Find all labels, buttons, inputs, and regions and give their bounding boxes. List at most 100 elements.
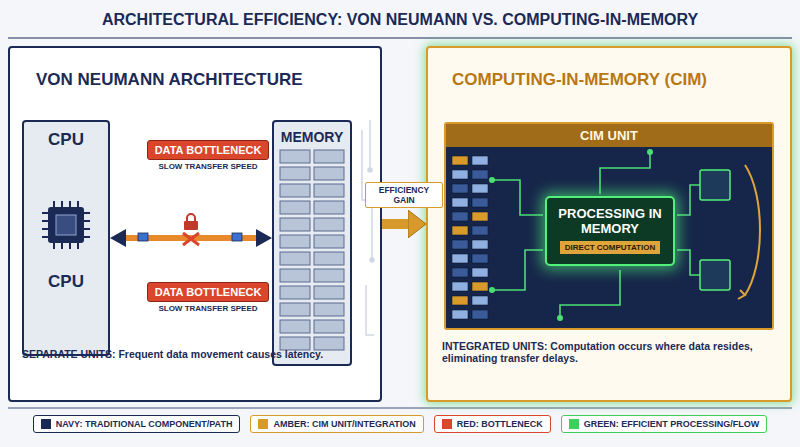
architecture-panel: COMPUTING-IN-MEMORY (CIM)INTEGRATED UNIT… [426,46,792,402]
memory-cell [472,226,488,235]
diagram-title: ARCHITECTURAL EFFICIENCY: VON NEUMANN VS… [0,11,800,29]
bottleneck-lock [183,233,199,245]
architecture-panel: VON NEUMANN ARCHITECTURE SEPARATE UNITS: … [8,46,382,402]
legend-item: AMBER: CIM UNIT/INTEGRATION [250,415,423,433]
panel-heading: VON NEUMANN ARCHITECTURE [36,70,303,90]
cim-unit-box: CIM UNIT PROCESSING IN MEMORY DIRECT COMPU… [444,122,774,330]
legend-label: AMBER: CIM UNIT/INTEGRATION [273,419,415,429]
cpu-chip-icon [42,201,90,249]
memory-cell [472,184,488,193]
memory-cell [472,296,488,305]
legend: NAVY: TRADITIONAL COMPONENT/PATH AMBER: C… [0,415,800,433]
legend-swatch [442,419,452,429]
memory-cell [280,218,310,231]
memory-cell [472,268,488,277]
memory-cell [314,303,344,316]
memory-cell [314,218,344,231]
data-transfer-arrow [126,235,256,241]
memory-cell [314,252,344,265]
memory-cell [314,235,344,248]
logic-block [700,170,730,200]
bottleneck-note: SLOW TRANSFER SPEED [158,304,257,313]
memory-cell [452,296,468,305]
legend-label: RED: BOTTLENECK [457,419,543,429]
memory-cell [452,212,468,221]
legend-label: GREEN: EFFICIENT PROCESSING/FLOW [584,419,760,429]
memory-box: MEMORY [272,120,352,366]
logic-block [700,260,730,290]
cpu-chip-icon [48,207,84,243]
memory-cell [452,198,468,207]
legend-swatch [569,419,579,429]
bottleneck-label: DATA BOTTLENECK [155,286,262,298]
green-circuit-trace [490,150,700,320]
memory-cell [314,269,344,282]
memory-cell [472,240,488,249]
circuit-trace [362,120,374,335]
cpu-label: CPU [24,272,108,292]
cim-unit-heading: CIM UNIT [446,124,772,147]
memory-cell [472,198,488,207]
green-circuit-trace [558,316,562,320]
memory-cell [452,240,468,249]
panel-caption: SEPARATE UNITS: Frequent data movement c… [22,348,368,360]
memory-cell [452,156,488,319]
memory-cell [280,269,310,282]
memory-cell [472,310,488,319]
bottleneck-lock [187,214,195,221]
memory-cell [452,254,468,263]
memory-cell [452,268,468,277]
memory-cell [472,282,488,291]
memory-cell [280,235,310,248]
memory-cell [280,303,310,316]
memory-cell [472,156,488,165]
memory-cell [314,337,344,350]
panel-caption: INTEGRATED UNITS: Computation occurs whe… [442,340,778,364]
processing-label: PROCESSING IN MEMORY [553,206,667,236]
memory-cell [314,286,344,299]
cpu-heading: CPU [24,130,108,150]
bottleneck-lock [184,221,198,230]
processing-tag: DIRECT COMPUTATION [560,241,660,254]
data-packet [138,233,148,241]
memory-cell [452,184,468,193]
logic-block [700,170,730,290]
efficiency-gain-arrow [382,219,408,229]
memory-cell [280,184,310,197]
memory-cell [314,150,344,163]
legend-item: GREEN: EFFICIENT PROCESSING/FLOW [561,415,768,433]
memory-cell [452,282,468,291]
legend-swatch [41,419,51,429]
legend-label: NAVY: TRADITIONAL COMPONENT/PATH [56,419,233,429]
memory-cell [452,170,468,179]
memory-cell [280,337,310,350]
edge-label: EFFICIENCY GAIN [365,182,443,208]
memory-heading: MEMORY [274,129,350,145]
memory-cell [452,156,468,165]
memory-cell [314,320,344,333]
bottleneck-note: SLOW TRANSFER SPEED [158,162,257,171]
circuit-trace [368,168,372,172]
memory-cell [280,286,310,299]
bottleneck-lock [183,214,199,245]
legend-swatch [258,419,268,429]
memory-cell [472,254,488,263]
data-packet [232,233,242,241]
cpu-chip-icon [42,201,90,249]
green-circuit-trace [490,288,494,292]
memory-cell [314,201,344,214]
memory-cell [280,252,310,265]
title-rule [8,37,792,38]
green-circuit-trace [490,178,494,182]
green-circuit-trace [492,152,700,318]
memory-cell [452,310,468,319]
legend-rule [8,408,792,409]
green-circuit-trace [648,150,652,154]
flow-arrow [738,165,760,299]
circuit-trace [362,120,374,335]
flow-arrow [738,290,745,299]
